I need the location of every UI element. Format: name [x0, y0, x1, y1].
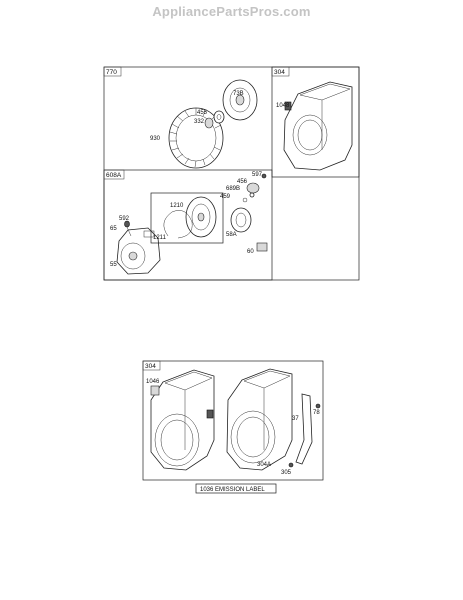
screw-78 [315, 403, 321, 409]
rewind-spring-1211 [163, 210, 193, 239]
callout-689b: 689B [226, 186, 240, 192]
bottom-outer-frame [142, 360, 324, 481]
top-diagram: 770 304 608A [103, 66, 360, 281]
callout-1048: 1048 [276, 103, 290, 109]
tag-304-bottom: 304 [145, 363, 156, 370]
emission-label-text: 1036 EMISSION LABEL [200, 487, 265, 493]
nut-332 [204, 117, 214, 129]
washer-689b [249, 192, 255, 198]
callout-456: 456 [237, 179, 248, 185]
screw-597 [261, 173, 267, 179]
tag-box-608a [103, 169, 125, 180]
rotating-screen-73b [222, 79, 258, 121]
callout-305: 305 [281, 470, 292, 476]
callout-332: 332 [194, 119, 205, 125]
washer-455 [213, 110, 225, 124]
callout-73b: 73B [233, 91, 244, 97]
deflector-37 [295, 393, 313, 465]
tag-770: 770 [106, 69, 117, 76]
callout-37: 37 [292, 416, 299, 422]
spring-pulley-box [150, 192, 224, 244]
site-watermark: AppliancePartsPros.com [152, 4, 311, 19]
starter-handle-60 [256, 242, 268, 252]
label-1046 [150, 385, 160, 396]
callout-58a: 58A [226, 232, 237, 238]
bottom-diagram: 304 1046 37 78 304A 305 1036 EMISS [142, 360, 324, 494]
callout-592: 592 [119, 216, 130, 222]
callout-65: 65 [110, 226, 117, 232]
screw-305 [288, 462, 294, 468]
callout-60: 60 [247, 249, 254, 255]
callout-1210: 1210 [170, 203, 184, 209]
cup-456 [246, 182, 260, 194]
callout-1046: 1046 [146, 379, 160, 385]
blower-housing-304-top [283, 81, 353, 171]
callout-304a: 304A [257, 462, 271, 468]
blower-housing-304a [226, 368, 293, 471]
callout-455: 455 [197, 110, 208, 116]
ratchet-58a [230, 207, 252, 233]
starter-rope-65 [126, 226, 132, 237]
tag-box-304-top [271, 66, 290, 77]
tag-box-770 [103, 66, 122, 77]
starter-housing-55 [116, 227, 161, 275]
callout-930: 930 [150, 136, 161, 142]
callout-55: 55 [110, 262, 117, 268]
washer-455-hole [216, 114, 222, 120]
spring-459 [242, 197, 248, 203]
blower-housing-left [150, 369, 215, 471]
callout-459: 459 [220, 194, 231, 200]
callout-78: 78 [313, 410, 320, 416]
blower-housing-frame [271, 66, 360, 178]
callout-597: 597 [252, 172, 263, 178]
starter-frame [103, 169, 273, 281]
callout-1211: 1211 [153, 235, 167, 241]
tag-304-top: 304 [274, 69, 285, 76]
tag-box-304-bottom [142, 360, 161, 371]
emission-label-box [195, 483, 277, 494]
tag-608a: 608A [106, 172, 122, 179]
